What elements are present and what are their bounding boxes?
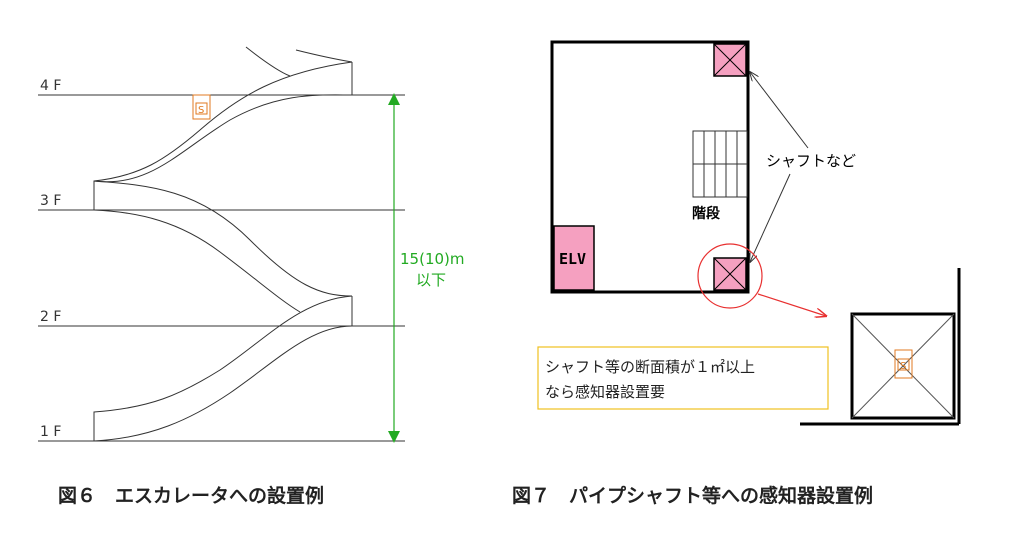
figure7-caption: 図７ パイプシャフト等への感知器設置例: [512, 484, 873, 507]
stairs-icon: [692, 130, 748, 198]
shaft-arrow-top: [750, 72, 809, 149]
figure6-caption: 図６ エスカレータへの設置例: [58, 484, 324, 507]
sensor-icon: S: [192, 94, 211, 120]
shaft-top: [713, 43, 747, 77]
height-label-value: 15(10)m: [400, 250, 465, 268]
floor-label-3f: 3 F: [40, 193, 61, 209]
detail-sensor-icon: S: [894, 349, 913, 379]
height-label-limit: 以下: [416, 271, 446, 289]
note-line-2: なら感知器設置要: [545, 383, 665, 401]
shaft-detail-view: [800, 268, 961, 426]
highlight-circle: [697, 243, 763, 309]
stairs-label: 階段: [692, 205, 720, 222]
shaft-label: シャフトなど: [766, 152, 856, 170]
elevator-label: ELV: [559, 250, 586, 268]
elevator-box: [553, 225, 595, 291]
detail-sensor-label: S: [900, 361, 906, 372]
figure7-pipe-shaft: ELV 階段 シャフトなど: [512, 40, 961, 507]
escalator-1f-2f: [93, 295, 353, 442]
escalator-3f-4f: [93, 46, 353, 210]
floor-label-4f: 4 F: [40, 78, 61, 94]
floor-label-2f: 2 F: [40, 309, 61, 325]
floor-label-1f: 1 F: [40, 424, 61, 440]
note-line-1: シャフト等の断面積が１㎡以上: [545, 358, 755, 376]
shaft-bottom: [713, 257, 747, 291]
escalator-2f-3f: [93, 180, 353, 326]
figure6-escalator: 4 F 3 F 2 F 1 F S 1: [38, 46, 465, 507]
shaft-arrow-bottom: [750, 173, 791, 262]
note-box: [537, 346, 829, 410]
highlight-pointer-arrow: [757, 293, 826, 316]
sensor-label: S: [198, 105, 204, 116]
